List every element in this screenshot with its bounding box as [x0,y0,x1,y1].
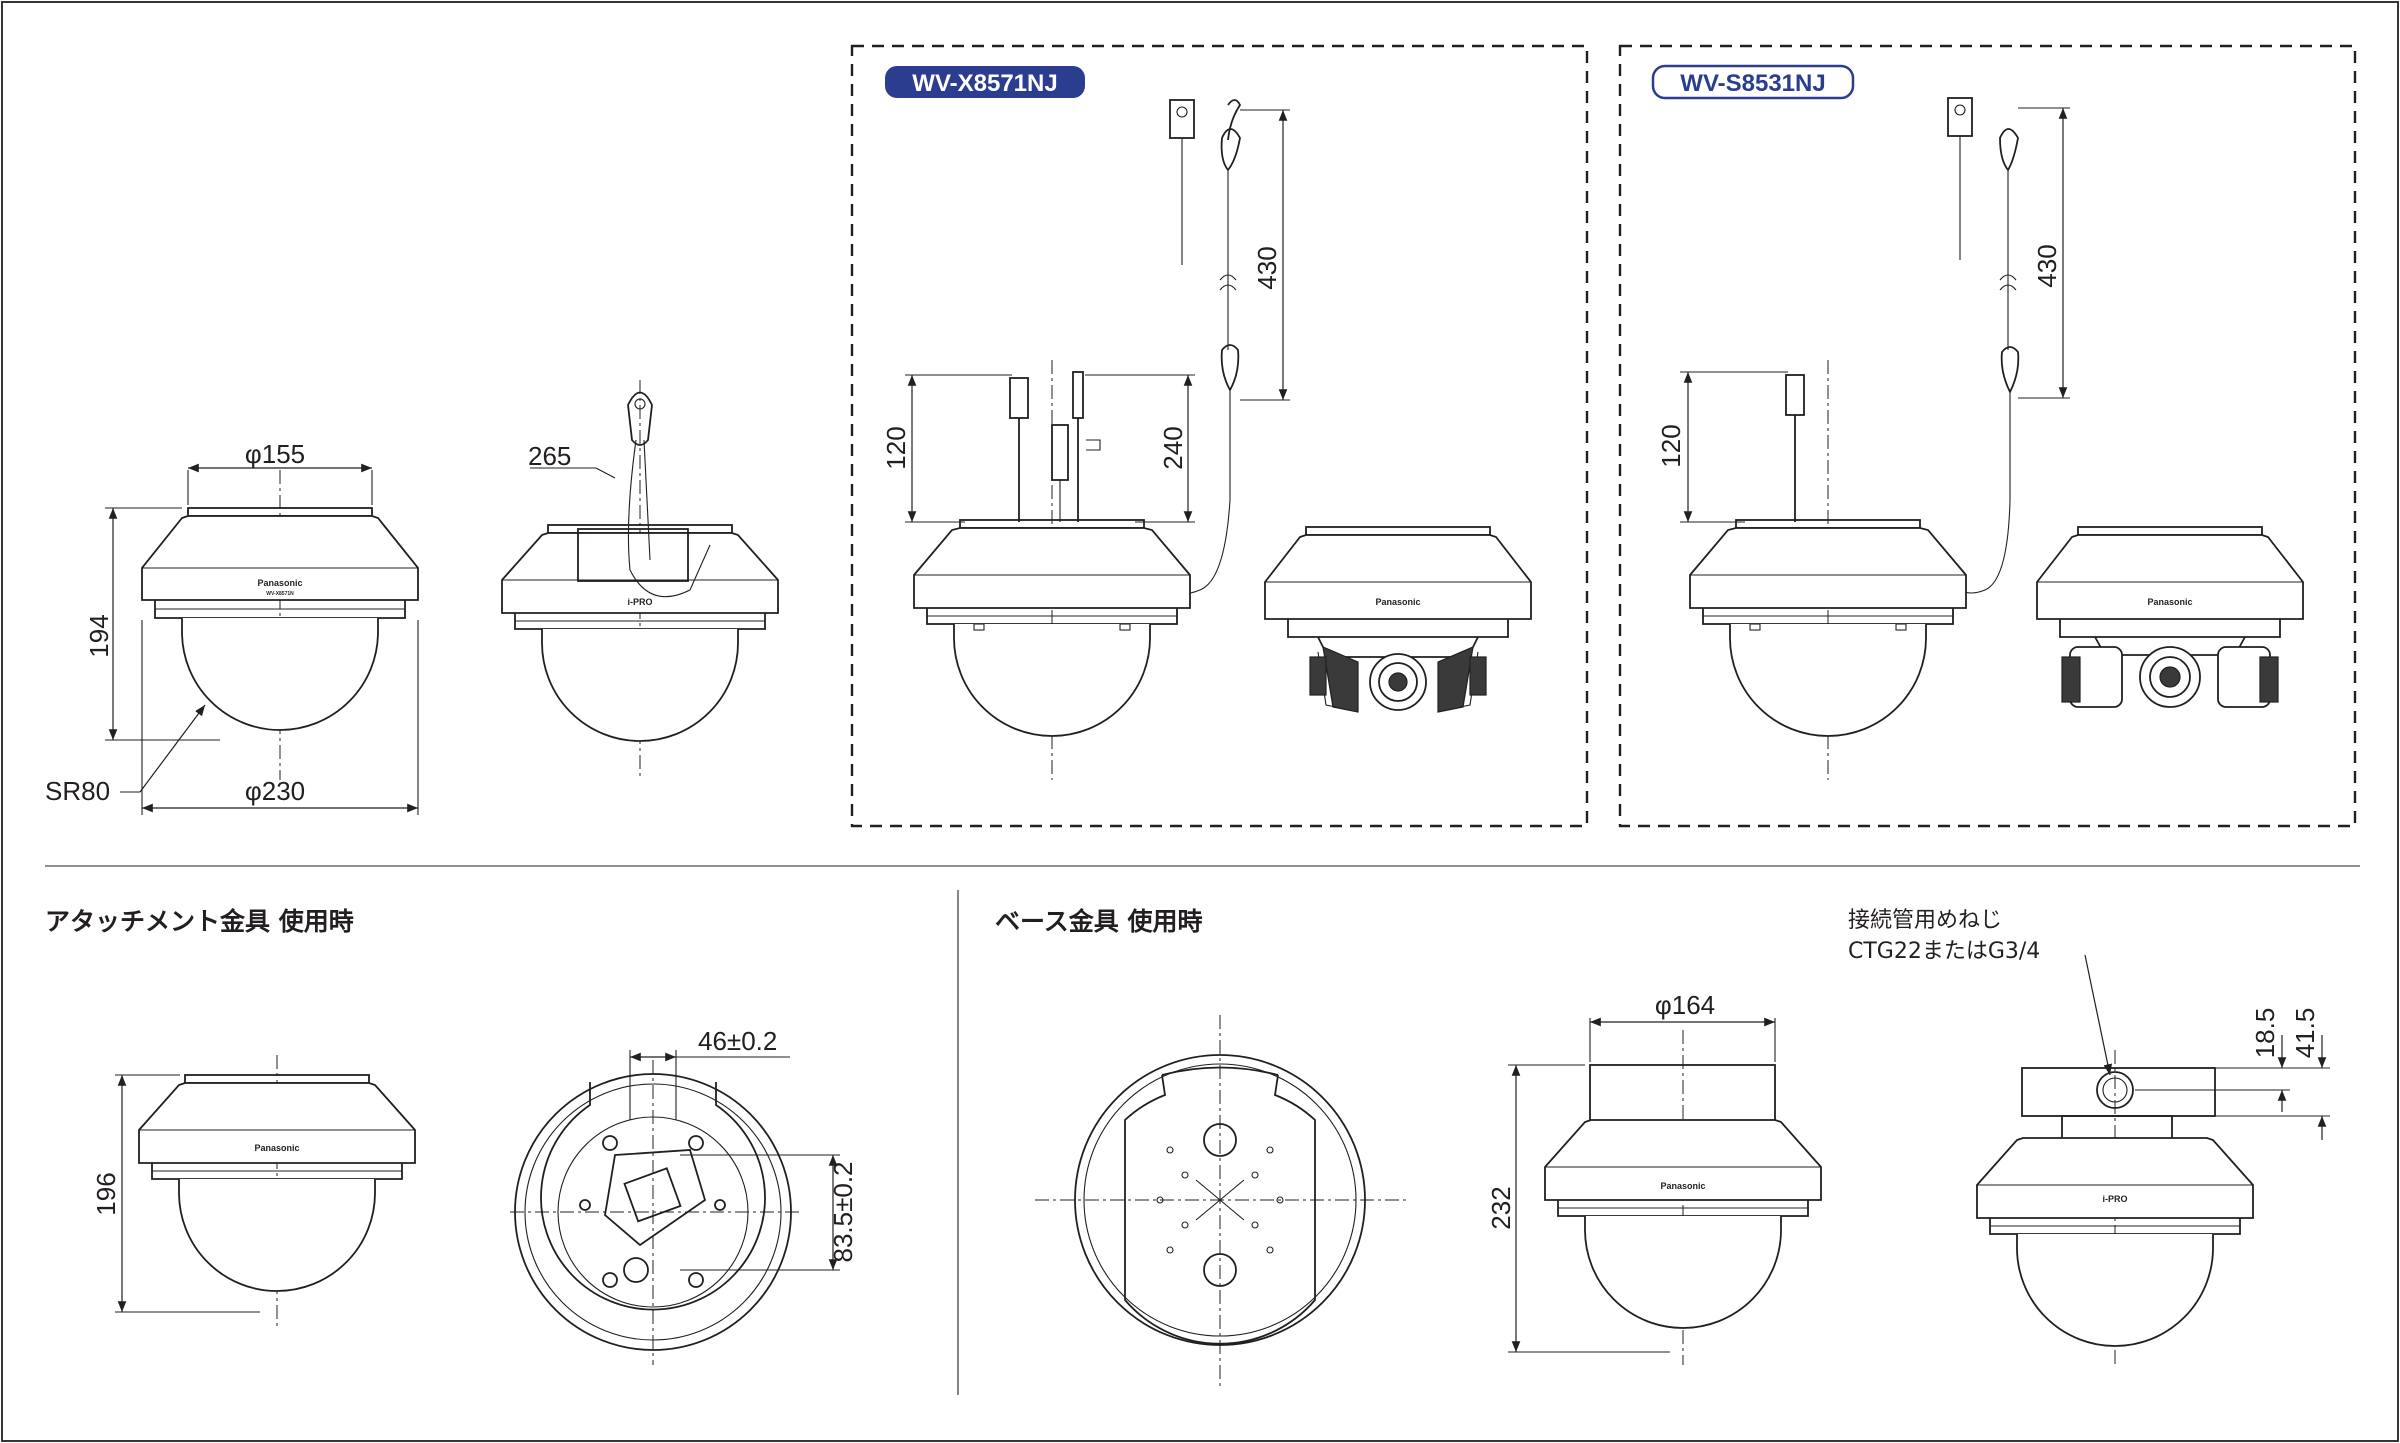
dim-diameter-base: φ164 [1655,990,1715,1020]
screw-note-line1: 接続管用めねじ [1848,908,2002,933]
base-side-view: i-PRO 接続管用めねじ CTG22またはG3/4 18.5 41.5 [1848,908,2330,1365]
dim-height-a-x: 120 [881,426,911,469]
model-label-s8531: WV-S8531NJ [1680,70,1825,97]
base-front-view: Panasonic φ164 232 [1486,990,1822,1365]
screw-note-line2: CTG22またはG3/4 [1848,939,2040,964]
dim-screw-a: 18.5 [2250,1008,2280,1059]
section-title-attachment: アタッチメント金具 使用時 [45,907,354,936]
panel-x8571: WV-X8571NJ 430 120 24 [850,44,1589,828]
dim-hole-pitch-h: 46±0.2 [698,1026,777,1056]
dim-diameter-top: φ155 [245,439,305,469]
svg-text:Panasonic: Panasonic [1660,1181,1705,1191]
model-mark: WV-X8571N [266,591,294,597]
dim-height-base: 232 [1486,1186,1516,1229]
base-top-view [1035,1015,1410,1390]
dim-screw-b: 41.5 [2290,1008,2320,1059]
model-badge-s8531 [1651,64,1855,100]
model-label-x8571: WV-X8571NJ [912,70,1057,97]
dim-height: 194 [84,614,114,657]
dim-wire-length-x: 430 [1252,246,1282,289]
front-view: Panasonic WV-X8571N φ155 194 SR80 φ230 [45,439,419,815]
dim-wire: 265 [528,441,571,471]
brand-mark-side: i-PRO [627,597,652,607]
svg-text:Panasonic: Panasonic [2147,597,2192,607]
dim-height-a-s: 120 [1656,424,1686,467]
dim-radius: SR80 [45,776,110,806]
attachment-front-view: Panasonic 196 [91,1055,416,1330]
attachment-top-view: 46±0.2 83.5±0.2 [510,1026,858,1365]
side-view-wire: i-PRO 265 [501,380,779,780]
svg-text:Panasonic: Panasonic [254,1143,299,1153]
dim-height-attachment: 196 [91,1172,121,1215]
panel-s8531: WV-S8531NJ 430 120 Panasonic [1618,44,2357,828]
dim-hole-pitch-v: 83.5±0.2 [828,1161,858,1262]
dim-height-b-x: 240 [1158,426,1188,469]
dim-wire-length-s: 430 [2032,244,2062,287]
dim-diameter-bottom: φ230 [245,776,305,806]
model-badge-x8571 [885,66,1085,98]
section-title-base: ベース金具 使用時 [995,907,1202,936]
brand-mark: Panasonic [257,578,302,588]
brand-mark-base: i-PRO [2102,1194,2127,1204]
svg-text:Panasonic: Panasonic [1375,597,1420,607]
